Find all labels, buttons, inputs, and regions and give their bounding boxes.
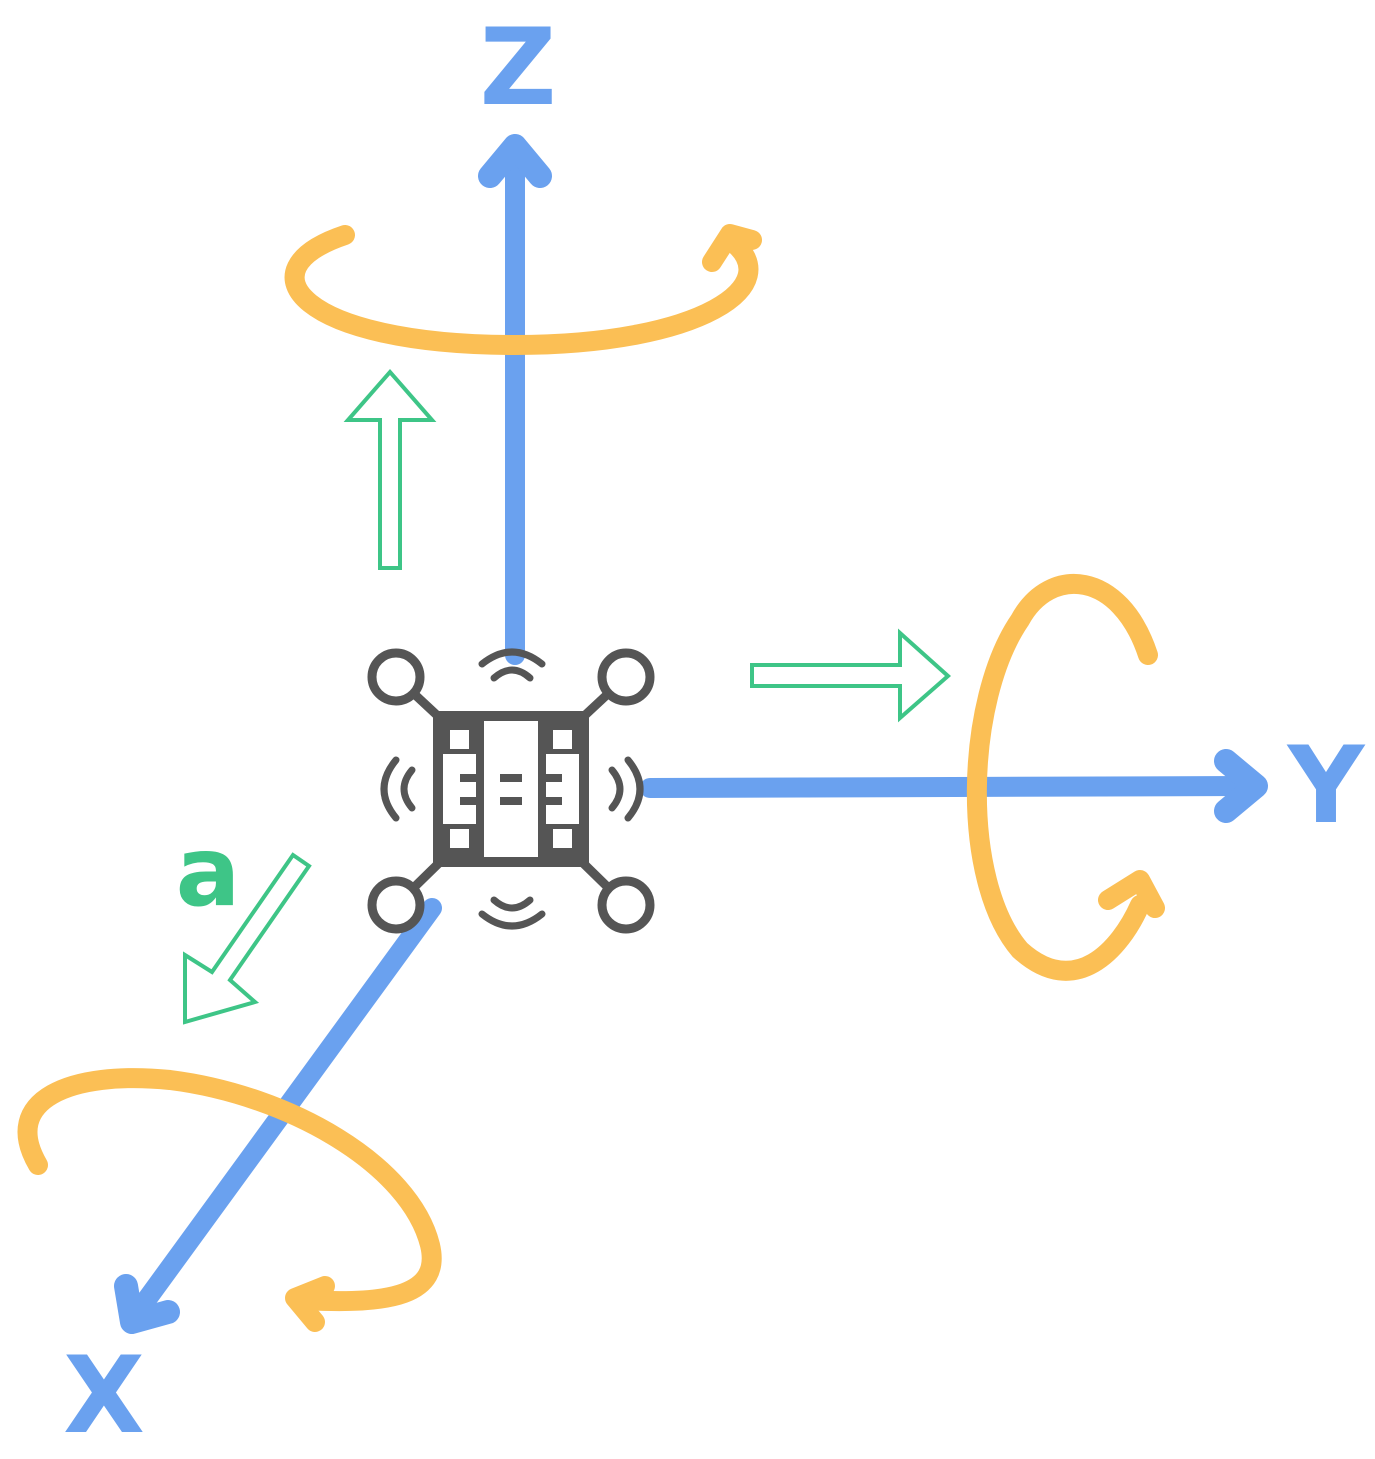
y-axis-arrowhead (1214, 749, 1268, 823)
y-rotation-arrowhead (1098, 870, 1165, 918)
x-rotation-arc (17, 1068, 442, 1312)
acceleration-arrows (183, 368, 952, 1025)
x-axis-label: X (63, 1334, 145, 1457)
drone-icon (367, 648, 655, 934)
y-axis-label: Y (1286, 724, 1366, 847)
rotor-top-left (367, 648, 425, 706)
y-rotation-arc (966, 574, 1158, 981)
z-rotation-arrowhead (702, 224, 762, 272)
x-axis-arrowhead (114, 1274, 180, 1334)
y-acceleration-arrow (750, 628, 952, 723)
z-axis-arrowhead (478, 134, 552, 188)
rotor-top-right (597, 648, 655, 706)
rotor-bottom-left (367, 876, 425, 934)
x-rotation-arrowhead (285, 1276, 335, 1332)
rotor-bottom-right (597, 876, 655, 934)
z-axis-label: Z (480, 6, 557, 129)
y-axis-line (640, 776, 1255, 798)
rotation-arrows (17, 224, 1165, 1332)
acceleration-label: a (176, 816, 241, 928)
z-rotation-arc (284, 225, 759, 356)
x-acceleration-arrow (183, 852, 312, 1025)
z-acceleration-arrow (343, 368, 437, 570)
